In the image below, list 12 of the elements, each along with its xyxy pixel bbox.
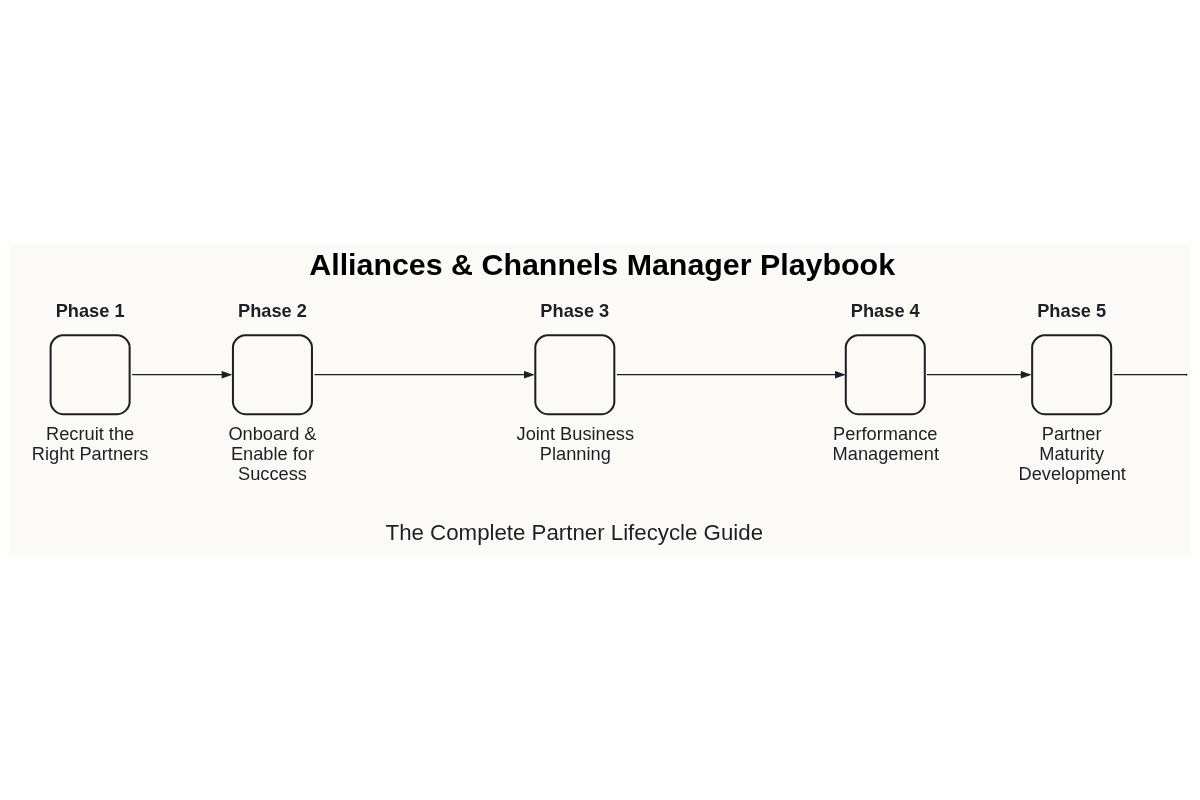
node-label: Recruit the Right Partners [31,422,149,464]
diagram-title: Alliances & Channels Manager Playbook [309,246,896,281]
node-label: Phase 5 [1037,299,1107,321]
label: The Complete Partner Lifecycle Guide [385,519,764,545]
node-label: Phase 2 [238,299,307,321]
node-label: Phase 3 [540,299,610,321]
node-label: Onboard & Enable for Success [228,422,317,484]
node-label: Phase 4 [850,299,920,321]
node-label: Phase 1 [55,299,125,321]
node-label: Performance Management [832,422,939,464]
node-label: Partner Maturity Development [1018,422,1126,484]
node-label: Joint Business Planning [516,422,635,464]
